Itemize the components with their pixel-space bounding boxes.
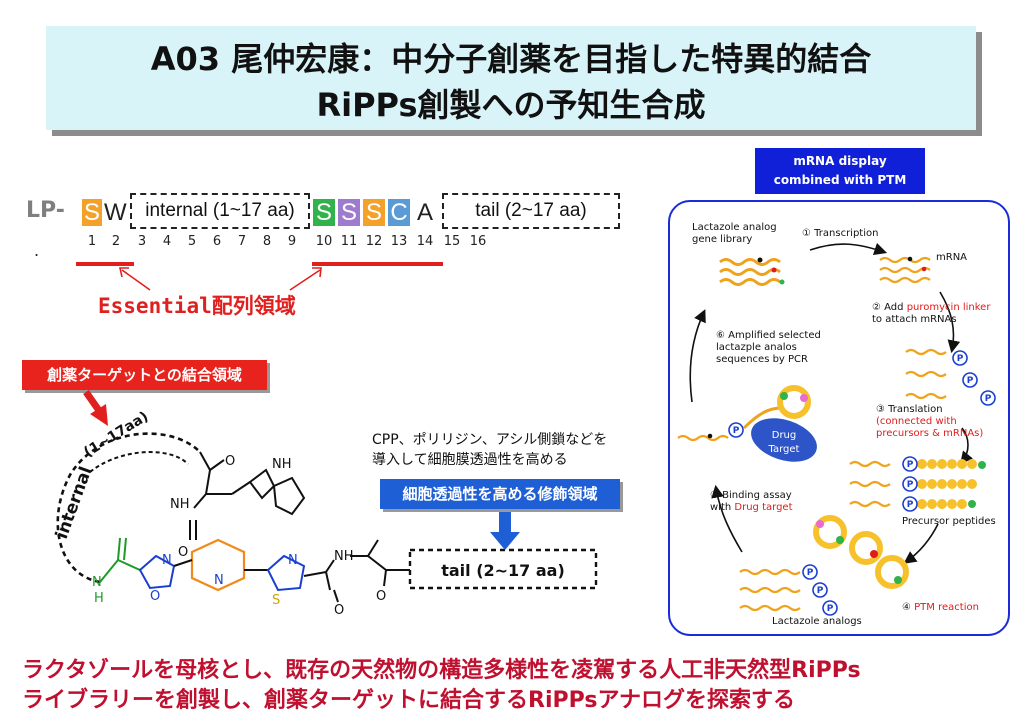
position-number: 6 (212, 234, 222, 249)
analog-p: P (817, 586, 824, 596)
position-number: 10 (315, 234, 333, 249)
red-down-arrow (83, 390, 108, 426)
atom-nh: NH (272, 457, 292, 472)
cycle-graphics: P P P P P P (677, 242, 996, 616)
drug-target-label: Target (768, 444, 800, 455)
atom-o: O (178, 545, 188, 560)
mrna-display-header: mRNA display combined with PTM (755, 148, 925, 194)
residue-11: S (338, 199, 360, 226)
atom-o: O (150, 589, 160, 604)
analog-p: P (807, 568, 814, 578)
atom-n: N (162, 553, 172, 568)
essential-region-label: Essential配列領域 (98, 294, 296, 318)
internal-region-box: internal (1~17 aa) (130, 193, 310, 229)
library-label: Lactazole analog gene library (692, 222, 777, 245)
tail-region-box: tail (2~17 aa) (442, 193, 620, 229)
position-number: 3 (137, 234, 147, 249)
position-number: 16 (469, 234, 487, 249)
position-number: 7 (237, 234, 247, 249)
step-1-label: ① Transcription (802, 228, 879, 239)
precursor-p: P (907, 500, 914, 510)
atom-n: N (214, 573, 224, 588)
target-binding-region-label: 創薬ターゲットとの結合領域 (22, 360, 267, 390)
atom-s: S (272, 593, 280, 608)
position-number: 12 (365, 234, 383, 249)
residue-12: S (363, 199, 385, 226)
title-banner: A03 尾仲宏康：中分子創薬を目指した特異的結合 RiPPs創製への予知生合成 (46, 26, 976, 130)
position-number: 14 (416, 234, 434, 249)
summary-line-2: ライブラリーを創製し、創薬ターゲットに結合するRiPPsアナログを探索する (22, 688, 795, 713)
step-4-label: ④ PTM reaction (902, 602, 979, 613)
position-number: 13 (390, 234, 408, 249)
essential-arrows (119, 267, 322, 291)
essential-bar-right (312, 262, 443, 266)
position-number: 2 (111, 234, 121, 249)
residue-2: W (104, 199, 127, 226)
essential-bar-left (76, 262, 134, 266)
summary-line-1: ラクタゾールを母核とし、既存の天然物の構造多様性を凌駕する人工非天然型RiPPs (22, 658, 861, 683)
bound-p: P (733, 426, 740, 436)
step-2-label: ② Add puromycin linker to attach mRNAs (872, 302, 991, 325)
position-number: 1 (87, 234, 97, 249)
step-5-label: ⑤ Binding assay with Drug target (710, 490, 793, 513)
analogs-label: Lactazole analogs (772, 616, 862, 627)
precursor-p: P (907, 480, 914, 490)
atom-nh: NH (170, 497, 190, 512)
title-line-1: A03 尾仲宏康：中分子創薬を目指した特異的結合 (150, 40, 872, 78)
step-6-label: ⑥ Amplified selected lactazple analos se… (716, 330, 821, 365)
analog-p: P (827, 604, 834, 614)
permeability-region-label: 細胞透過性を高める修飾領域 (380, 479, 620, 509)
atom-n: N (92, 575, 102, 590)
internal-range-label: (1~17aa) (81, 409, 151, 461)
leader-peptide-label: LP- (26, 198, 65, 223)
atom-o: O (225, 454, 235, 469)
lactazole-structure: internal (1~17aa) O NH NH O N H O N N S … (52, 390, 598, 618)
cpp-note: CPP、ポリリジン、アシル側鎖などを 導入して細胞膜透過性を高める (372, 432, 608, 468)
puromycin-p: P (957, 354, 964, 364)
atom-o: O (376, 589, 386, 604)
atom-h: H (94, 591, 104, 606)
residue-14: A (416, 199, 433, 226)
atom-o: O (334, 603, 344, 618)
position-number: 5 (187, 234, 197, 249)
precursor-p: P (907, 460, 914, 470)
puromycin-p: P (967, 376, 974, 386)
position-number: 15 (443, 234, 461, 249)
mrna-label: mRNA (936, 252, 968, 263)
residue-13: C (388, 199, 410, 226)
mrna-display-cycle-panel: P P P P P P (668, 200, 1010, 636)
drug-target-label: Drug (772, 430, 797, 441)
puromycin-p: P (985, 394, 992, 404)
title-line-2: RiPPs創製への予知生合成 (316, 86, 706, 124)
step-3-label: ③ Translation (connected with precursors… (876, 404, 984, 439)
position-number: 8 (262, 234, 272, 249)
marker-dot: . (34, 241, 40, 260)
position-number: 9 (287, 234, 297, 249)
tail-box-label: tail (2~17 aa) (441, 561, 565, 580)
atom-nh: NH (334, 549, 354, 564)
position-number: 11 (340, 234, 358, 249)
atom-n: N (288, 553, 298, 568)
residue-1: S (82, 199, 102, 226)
residue-10: S (313, 199, 335, 226)
position-number: 4 (162, 234, 172, 249)
precursor-label: Precursor peptides (902, 516, 996, 527)
